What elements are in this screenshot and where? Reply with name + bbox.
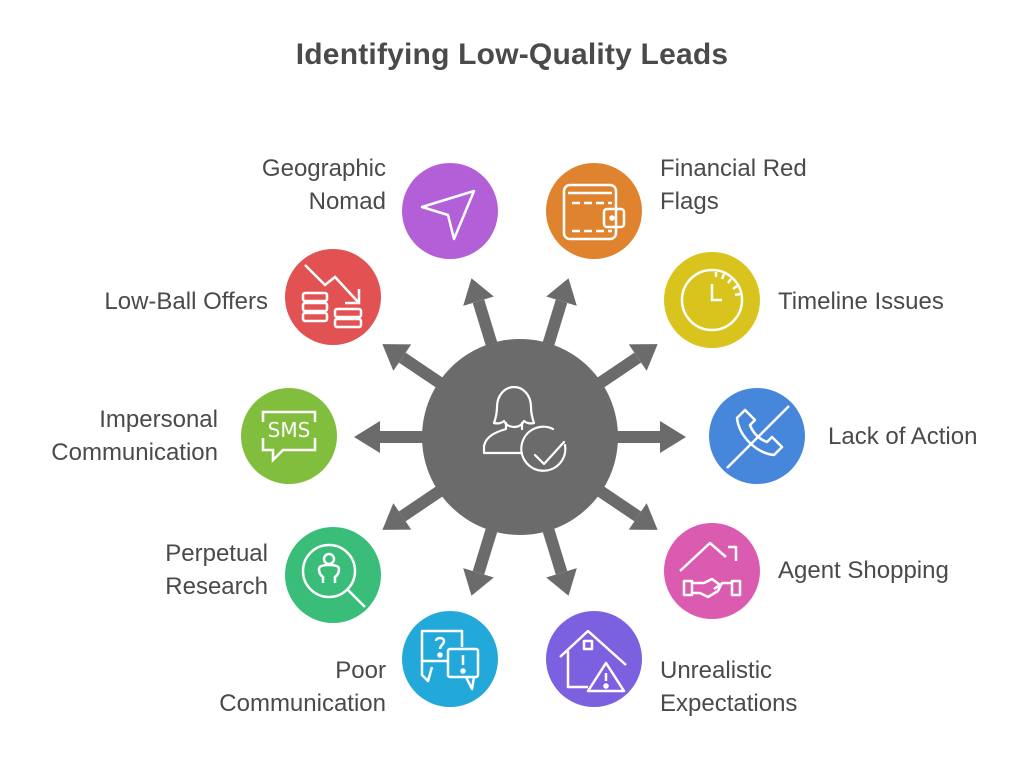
- house-warning-icon: [559, 629, 627, 693]
- label-unrealistic-expectations: Unrealistic Expectations: [660, 657, 798, 717]
- svg-text:SMS: SMS: [268, 418, 311, 442]
- node-financial-red-flags: [546, 163, 642, 259]
- node-unrealistic-expectations: [546, 611, 642, 707]
- label-perpetual-research: Perpetual Research: [165, 540, 268, 600]
- label-financial-red-flags: Financial Red Flags: [660, 155, 807, 215]
- person-check-icon: [482, 385, 567, 472]
- label-low-ball-offers: Low-Ball Offers: [104, 288, 268, 315]
- chat-question-icon: [420, 629, 480, 691]
- label-poor-communication: Poor Communication: [219, 657, 386, 717]
- sms-bubble-icon: SMS: [261, 410, 317, 464]
- clock-icon: [680, 268, 744, 332]
- coins-trend-down-icon: [301, 264, 363, 329]
- label-geographic-nomad: Geographic Nomad: [261, 155, 386, 215]
- person-search-icon: [301, 543, 366, 608]
- house-handshake-icon: [679, 541, 742, 599]
- node-impersonal-communication: SMS: [241, 388, 337, 484]
- node-perpetual-research: [285, 527, 381, 623]
- node-poor-communication: [402, 611, 498, 707]
- label-timeline-issues: Timeline Issues: [778, 288, 944, 315]
- wallet-icon: [562, 183, 626, 241]
- navigation-arrow-icon: [420, 189, 476, 241]
- label-impersonal-communication: Impersonal Communication: [51, 406, 218, 466]
- node-agent-shopping: [664, 523, 760, 619]
- node-geographic-nomad: [402, 163, 498, 259]
- node-timeline-issues: [664, 252, 760, 348]
- label-lack-of-action: Lack of Action: [828, 423, 978, 450]
- node-lack-of-action: [709, 388, 805, 484]
- hub-circle: [422, 339, 618, 535]
- node-low-ball-offers: [285, 249, 381, 345]
- phone-off-icon: [726, 405, 790, 469]
- label-agent-shopping: Agent Shopping: [778, 557, 949, 584]
- diagram-title: Identifying Low-Quality Leads: [295, 38, 729, 71]
